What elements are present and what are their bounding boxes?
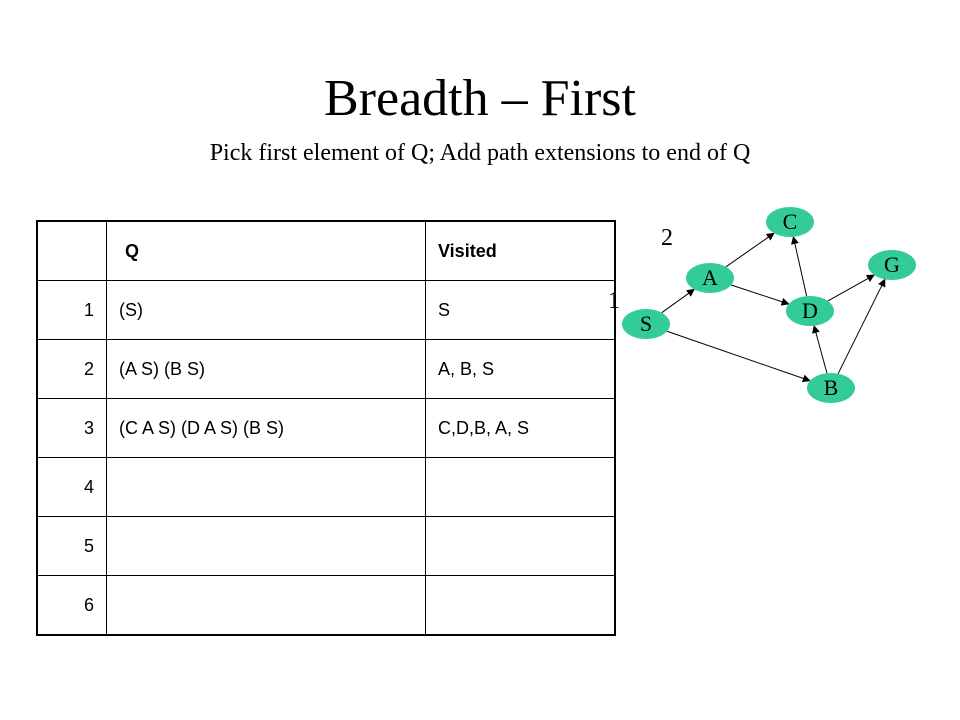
node-label: G [884, 252, 900, 277]
node-shape [786, 296, 834, 326]
header-visited: Visited [425, 220, 616, 281]
node-a: A [686, 263, 734, 293]
edge-b-g [837, 278, 886, 374]
node-b: B [807, 373, 855, 403]
step-cell: 3 [36, 398, 107, 458]
bfs-table: Q Visited 1 (S) S 2 (A S) (B S) A, B, S … [36, 220, 616, 636]
node-shape [807, 373, 855, 403]
edge-d-g [827, 274, 875, 302]
node-label: B [824, 375, 839, 400]
node-c: C [766, 207, 814, 237]
queue-cell: (A S) (B S) [106, 339, 426, 399]
edge-a-d [731, 284, 790, 306]
node-g: G [868, 250, 916, 280]
edge-label-1: 1 [608, 288, 620, 314]
node-label: S [640, 311, 652, 336]
table-row: 3 (C A S) (D A S) (B S) C,D,B, A, S [36, 398, 616, 458]
queue-cell [106, 457, 426, 517]
node-shape [766, 207, 814, 237]
step-cell: 2 [36, 339, 107, 399]
node-s: S [622, 309, 670, 339]
table-row: 4 [36, 457, 616, 517]
step-cell: 1 [36, 280, 107, 340]
table-header-row: Q Visited [36, 220, 616, 281]
edge-b-d [812, 325, 828, 374]
table-row: 2 (A S) (B S) A, B, S [36, 339, 616, 399]
step-cell: 4 [36, 457, 107, 517]
search-graph: S A C D G B 2 1 [608, 207, 916, 403]
node-label: A [702, 265, 718, 290]
edge-a-c [725, 232, 775, 268]
queue-cell: (C A S) (D A S) (B S) [106, 398, 426, 458]
edge-label-2: 2 [661, 225, 673, 251]
visited-cell [425, 575, 616, 636]
step-cell: 6 [36, 575, 107, 636]
node-shape [622, 309, 670, 339]
queue-cell [106, 575, 426, 636]
table-row: 5 [36, 516, 616, 576]
header-q: Q [106, 220, 426, 281]
header-step [36, 220, 107, 281]
queue-cell [106, 516, 426, 576]
visited-cell [425, 457, 616, 517]
edge-s-a [661, 288, 695, 314]
graph-edges [661, 232, 886, 383]
node-label: C [783, 209, 798, 234]
table-row: 6 [36, 575, 616, 636]
graph-nodes: S A C D G B [622, 207, 916, 403]
slide-subtitle: Pick first element of Q; Add path extens… [209, 140, 751, 166]
edge-s-b [666, 330, 811, 383]
step-cell: 5 [36, 516, 107, 576]
node-shape [686, 263, 734, 293]
table-row: 1 (S) S [36, 280, 616, 340]
visited-cell: S [425, 280, 616, 340]
slide-title: Breadth – First [324, 70, 636, 127]
queue-cell: (S) [106, 280, 426, 340]
visited-cell: A, B, S [425, 339, 616, 399]
node-shape [868, 250, 916, 280]
node-d: D [786, 296, 834, 326]
node-label: D [802, 298, 818, 323]
visited-cell [425, 516, 616, 576]
visited-cell: C,D,B, A, S [425, 398, 616, 458]
edge-d-c [791, 236, 808, 297]
